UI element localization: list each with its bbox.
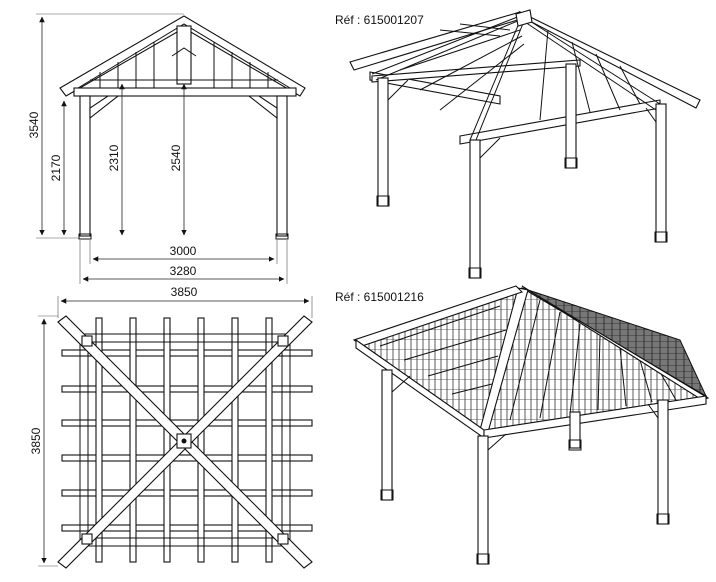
- left-post: [79, 95, 91, 237]
- open-rafters: [371, 15, 661, 141]
- eave-front: [483, 395, 707, 439]
- fascia-back-right: [518, 10, 701, 109]
- dim-overall-width: 3280: [170, 264, 197, 278]
- right-brace: [247, 95, 278, 120]
- dim-eave-height: 2170: [49, 154, 63, 181]
- left-brace: [89, 95, 120, 120]
- tie-beam: [73, 87, 297, 97]
- front-elevation: [59, 15, 306, 240]
- elevation-dimensions: 3540 2170 2310 2540 3000 3280: [27, 13, 288, 284]
- shingle-courses: [379, 299, 677, 421]
- dim-ridge-height: 2540: [169, 144, 183, 171]
- roof-post-right: [657, 399, 669, 525]
- post-back: [565, 63, 577, 169]
- reference-roofed-gazebo: Réf : 615001216: [335, 290, 424, 304]
- dim-post-span: 3000: [170, 244, 197, 258]
- roof-rafters: [99, 42, 269, 92]
- plan-frame: [79, 333, 291, 547]
- dim-plan-width: 3850: [171, 285, 198, 299]
- post-left: [377, 77, 389, 207]
- roof-post-front: [477, 435, 489, 565]
- roof-outline: [59, 15, 306, 97]
- king-post: [176, 25, 192, 85]
- plan-rafters: [95, 317, 273, 563]
- dim-beam-height: 2310: [107, 144, 121, 171]
- ridge-plate: [515, 9, 533, 27]
- plan-view: [57, 315, 313, 569]
- dim-plan-depth: 3850: [29, 427, 43, 454]
- reference-open-gazebo: Réf : 615001207: [335, 13, 424, 27]
- post-right: [655, 103, 667, 243]
- open-gazebo-view: [349, 9, 701, 279]
- roofed-gazebo-view: [352, 285, 710, 565]
- plan-purlins: [61, 349, 313, 532]
- dim-total-height: 3540: [27, 111, 41, 138]
- plan-dimensions: 3850 3850: [29, 285, 313, 567]
- roof-post-back: [569, 411, 581, 449]
- post-front: [469, 139, 481, 279]
- right-post: [276, 95, 288, 237]
- roof-post-left: [381, 369, 393, 501]
